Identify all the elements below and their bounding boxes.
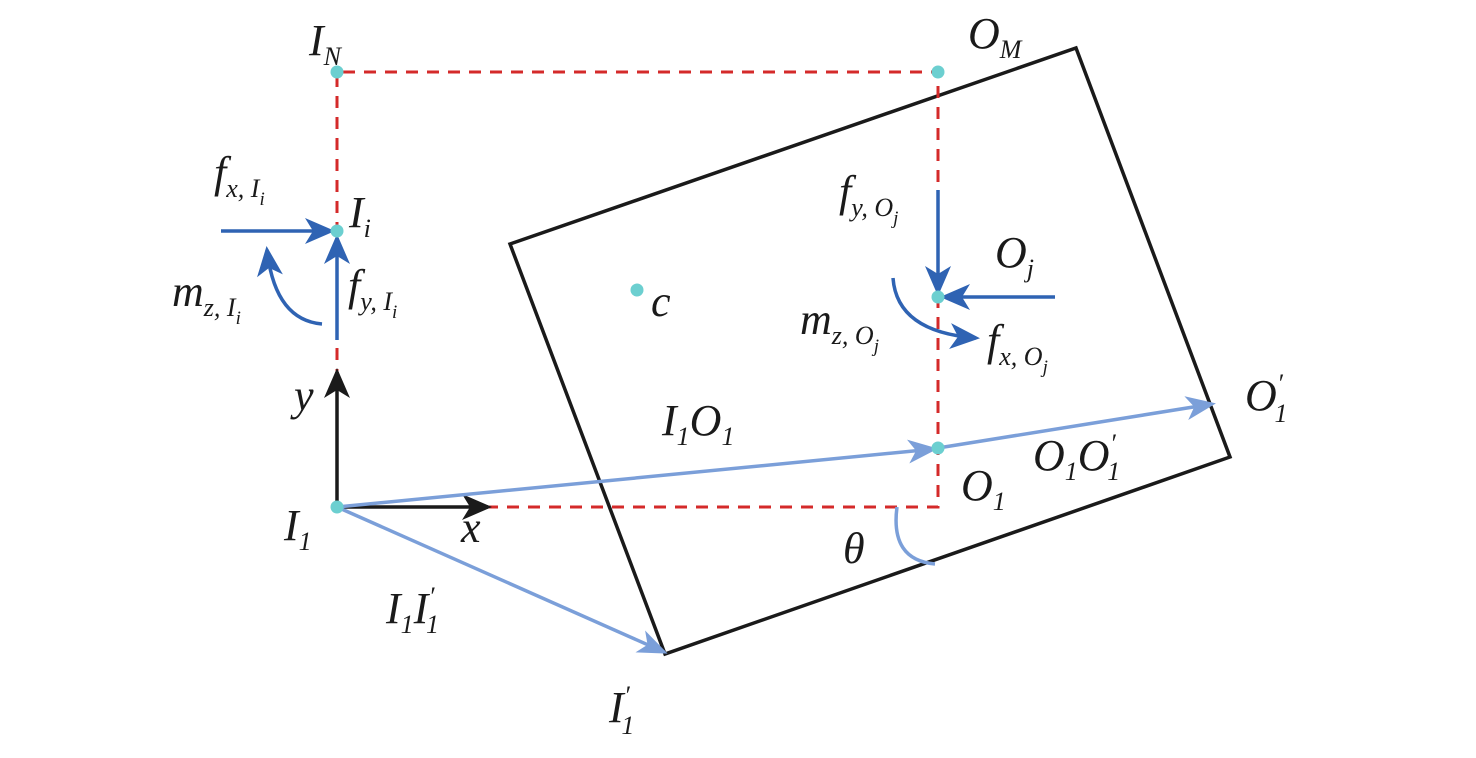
point-Ii <box>330 224 344 238</box>
label-O1prime: O′1 <box>1245 369 1287 428</box>
point-c <box>630 283 644 297</box>
vector-O1O1prime <box>937 396 1216 450</box>
label-fx-Ii: fx, Ii <box>214 148 265 210</box>
moment-mz-Oj-arrow <box>891 277 980 349</box>
label-mz-Ii: mz, Ii <box>172 267 241 329</box>
moment-mz-Ii-arrow <box>257 246 323 326</box>
point-IN <box>330 65 344 79</box>
vector-I1I1prime <box>336 505 668 654</box>
label-I1prime: I′1 <box>608 681 634 740</box>
label-y-axis: y <box>290 371 314 420</box>
label-Oj: Oj <box>995 228 1034 283</box>
label-fx-Oj: fx, Oj <box>987 316 1048 378</box>
point-O1 <box>931 441 945 455</box>
rigid-body-rectangle <box>507 45 1233 657</box>
point-I1 <box>330 500 344 514</box>
label-I1O1: I1O1 <box>661 396 734 451</box>
label-I1: I1 <box>283 501 312 556</box>
theta-angle-arc <box>894 506 936 566</box>
label-x-axis: x <box>460 503 481 552</box>
point-OM <box>931 65 945 79</box>
label-I1I1prime: I1I′1 <box>385 582 439 639</box>
label-c: c <box>651 277 671 326</box>
label-theta: θ <box>843 524 865 573</box>
label-mz-Oj: mz, Oj <box>800 295 879 357</box>
label-fy-Ii: fy, Ii <box>348 261 397 323</box>
label-Ii: Ii <box>348 188 371 243</box>
point-Oj <box>931 290 945 304</box>
label-O1: O1 <box>961 461 1006 516</box>
label-O1O1prime: O1O′1 <box>1033 429 1120 486</box>
label-fy-Oj: fy, Oj <box>839 167 898 229</box>
label-OM: OM <box>968 9 1023 64</box>
vector-I1O1 <box>336 439 938 509</box>
label-IN: IN <box>308 16 343 71</box>
